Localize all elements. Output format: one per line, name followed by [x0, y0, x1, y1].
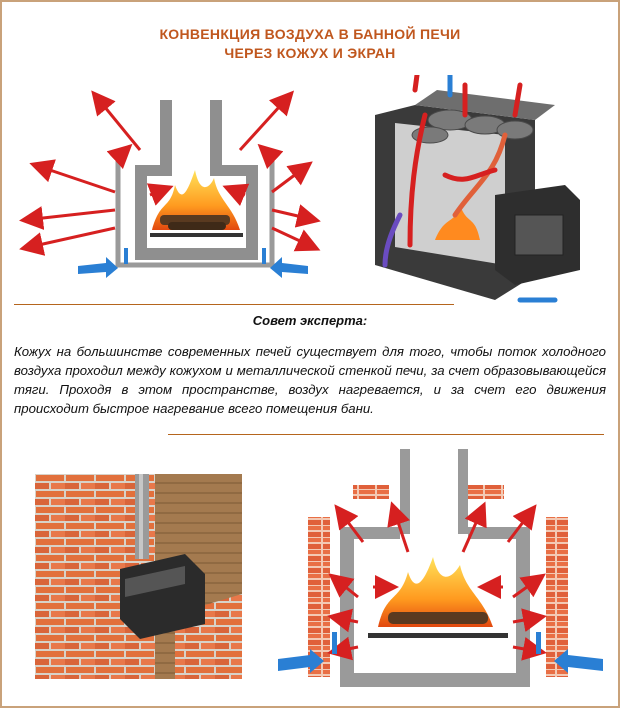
casing-convection-diagram	[19, 90, 321, 278]
brick-screen-photo	[35, 474, 242, 679]
advice-heading: Совет эксперта:	[252, 313, 368, 328]
advice-text: Кожух на большинстве современных печей с…	[14, 344, 606, 416]
divider-bottom	[168, 434, 604, 435]
cutaway-stove-diagram	[375, 75, 580, 303]
title-line-1: КОНВЕНКЦИЯ ВОЗДУХА В БАННОЙ ПЕЧИ	[159, 26, 461, 42]
divider-top	[14, 304, 454, 305]
screen-convection-diagram	[278, 449, 603, 687]
title-line-2: ЧЕРЕЗ КОЖУХ И ЭКРАН	[224, 45, 396, 61]
